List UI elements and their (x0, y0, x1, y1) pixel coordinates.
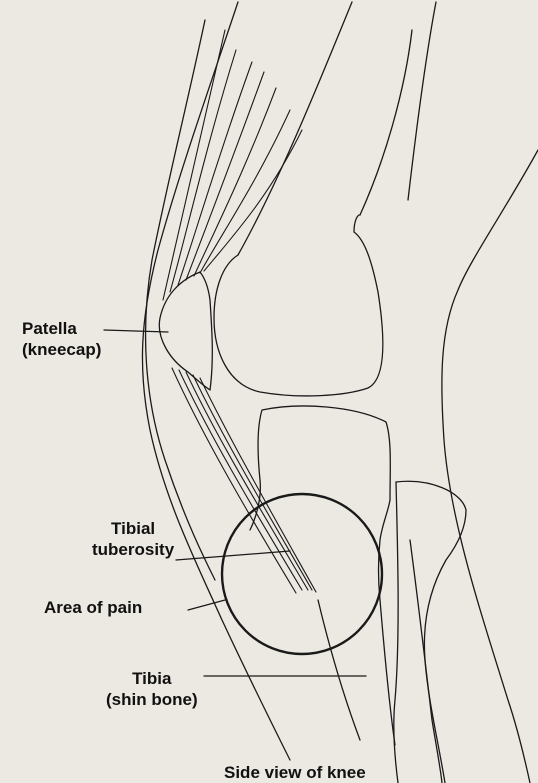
patella-label: Patella (kneecap) (22, 318, 101, 360)
femur-back-line (360, 30, 412, 215)
tibia-shaft-mid (380, 600, 395, 745)
tibia-shaft-front (318, 600, 360, 740)
femur-condyle (214, 215, 383, 396)
tibia-label-common: (shin bone) (106, 689, 198, 710)
back-skin-outline (442, 150, 538, 783)
tibia-plateau (250, 406, 390, 600)
pain-leader-line (188, 600, 225, 610)
patella-leader-line (104, 330, 168, 332)
front-skin-inner-outline (146, 20, 215, 580)
tuberosity-label-line2: tuberosity (92, 539, 174, 560)
tibial-tuberosity-label: Tibial tuberosity (92, 518, 174, 560)
tibia-label: Tibia (shin bone) (106, 668, 198, 710)
femur-front-line (238, 2, 352, 255)
area-of-pain-circle (222, 494, 382, 654)
area-of-pain-label: Area of pain (44, 597, 142, 618)
tuberosity-label-line1: Tibial (92, 518, 174, 539)
patella-label-name: Patella (22, 318, 101, 339)
tibia-label-name: Tibia (106, 668, 198, 689)
patella-label-common: (kneecap) (22, 339, 101, 360)
fibula-head (396, 481, 466, 783)
figure-caption: Side view of knee (224, 762, 366, 783)
